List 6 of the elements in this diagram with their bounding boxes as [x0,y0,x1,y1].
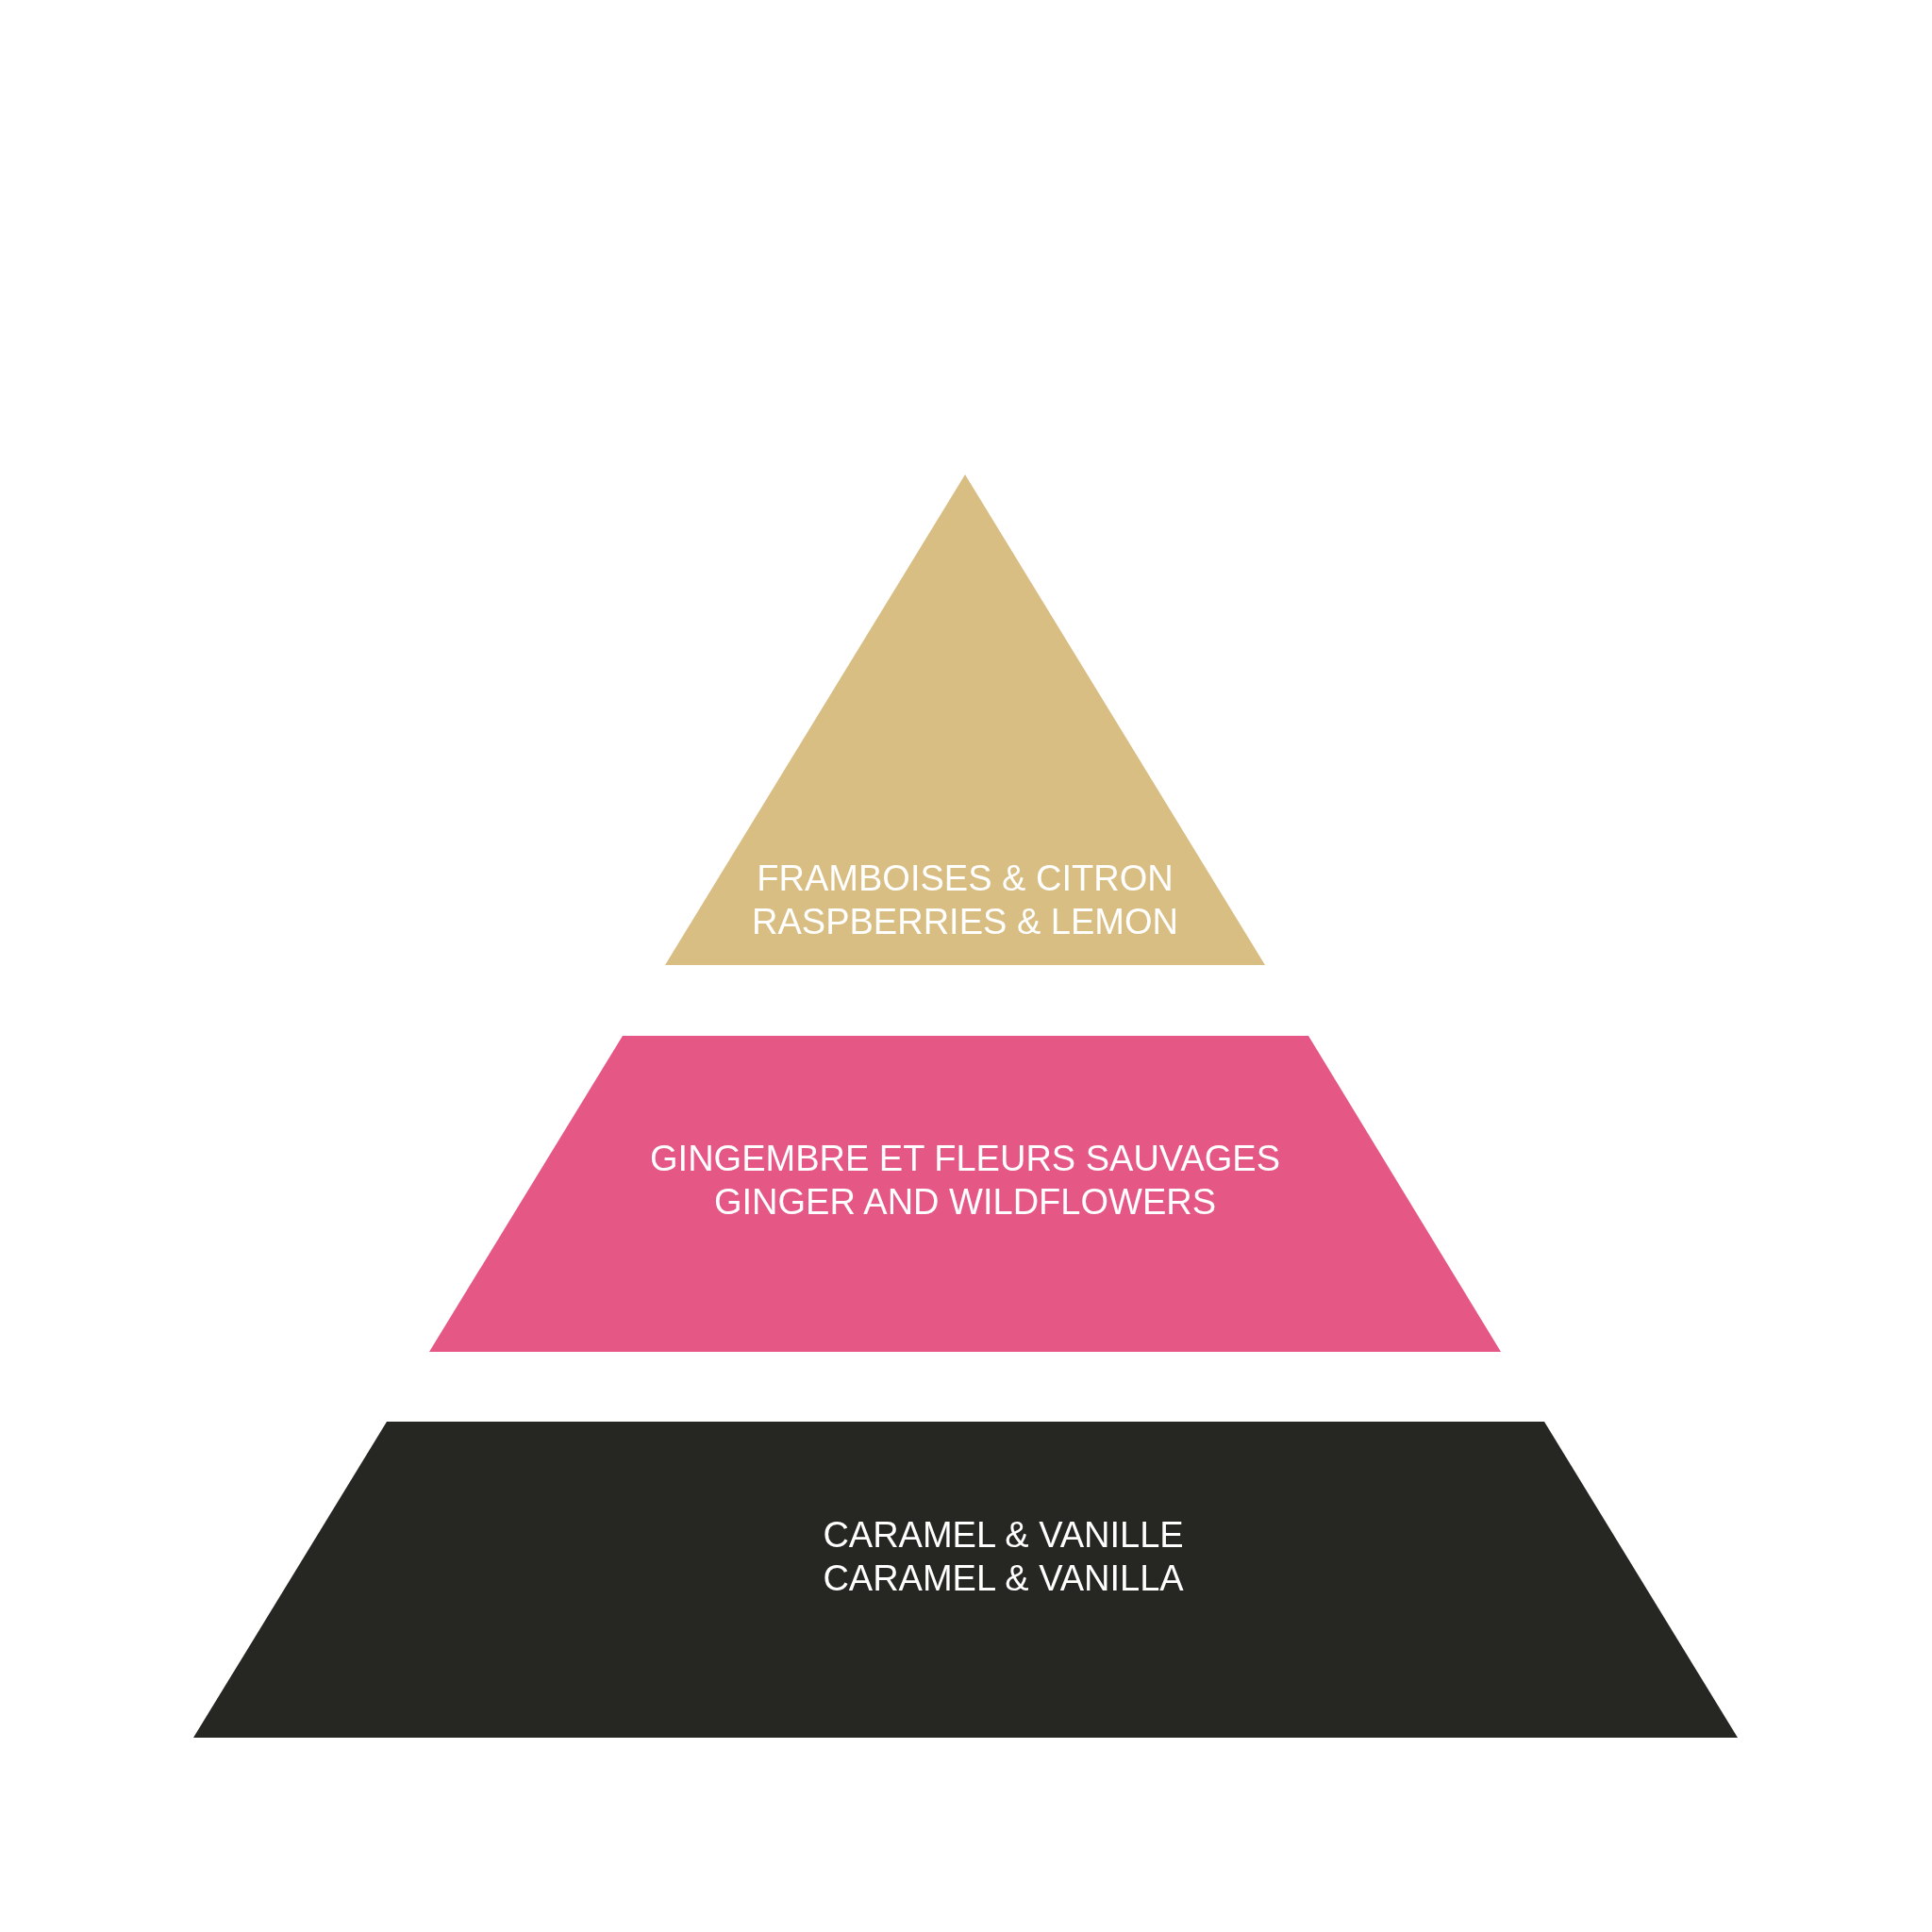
tier-label: CARAMEL & VANILLE [823,1514,1184,1557]
tier-label: GINGEMBRE ET FLEURS SAUVAGES [650,1138,1280,1180]
tier-label: FRAMBOISES & CITRON [757,858,1174,900]
tier-label: GINGER AND WILDFLOWERS [713,1181,1217,1224]
tier-label: RASPBERRIES & LEMON [752,901,1178,943]
tier-label: CARAMEL & VANILLA [823,1557,1184,1600]
